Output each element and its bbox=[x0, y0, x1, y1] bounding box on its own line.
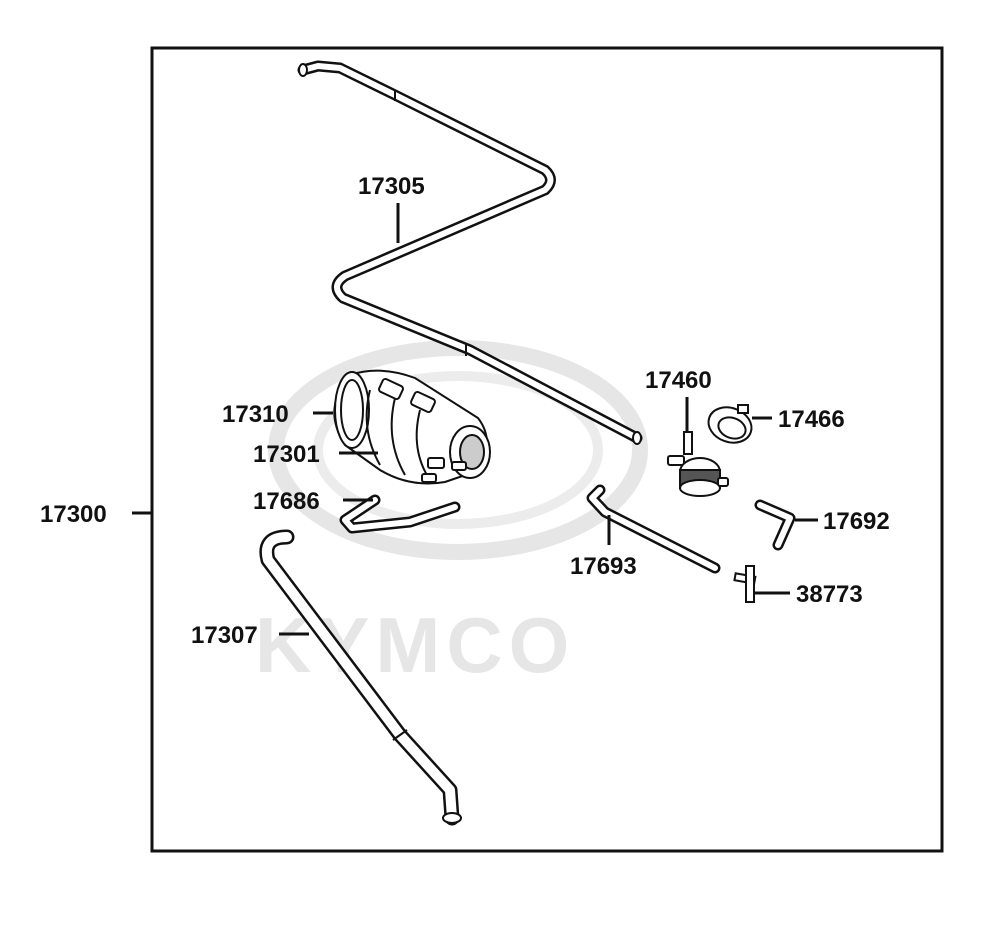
label-assembly: 17300 bbox=[40, 501, 107, 528]
hose-middle bbox=[586, 484, 721, 574]
valve bbox=[667, 431, 729, 497]
label-hose-upper: 17305 bbox=[358, 173, 425, 200]
label-valve-clamp: 17466 bbox=[778, 406, 845, 433]
hose-upper bbox=[297, 60, 643, 445]
hose-elbow bbox=[754, 499, 796, 551]
label-canister-cap: 17310 bbox=[222, 401, 289, 428]
hose-short bbox=[339, 494, 461, 534]
label-valve: 17460 bbox=[645, 367, 712, 394]
t-joint bbox=[733, 565, 757, 603]
canister bbox=[333, 369, 491, 485]
watermark-ring-inner bbox=[313, 371, 603, 529]
label-hose-long: 17307 bbox=[191, 622, 258, 649]
label-hose-short: 17686 bbox=[253, 488, 320, 515]
label-hose-elbow: 17692 bbox=[823, 508, 890, 535]
label-hose-middle: 17693 bbox=[570, 553, 637, 580]
label-canister: 17301 bbox=[253, 441, 320, 468]
hose-long bbox=[259, 529, 462, 826]
label-t-joint: 38773 bbox=[796, 581, 863, 608]
diagram-frame bbox=[150, 46, 944, 853]
valve-clamp bbox=[707, 404, 753, 444]
